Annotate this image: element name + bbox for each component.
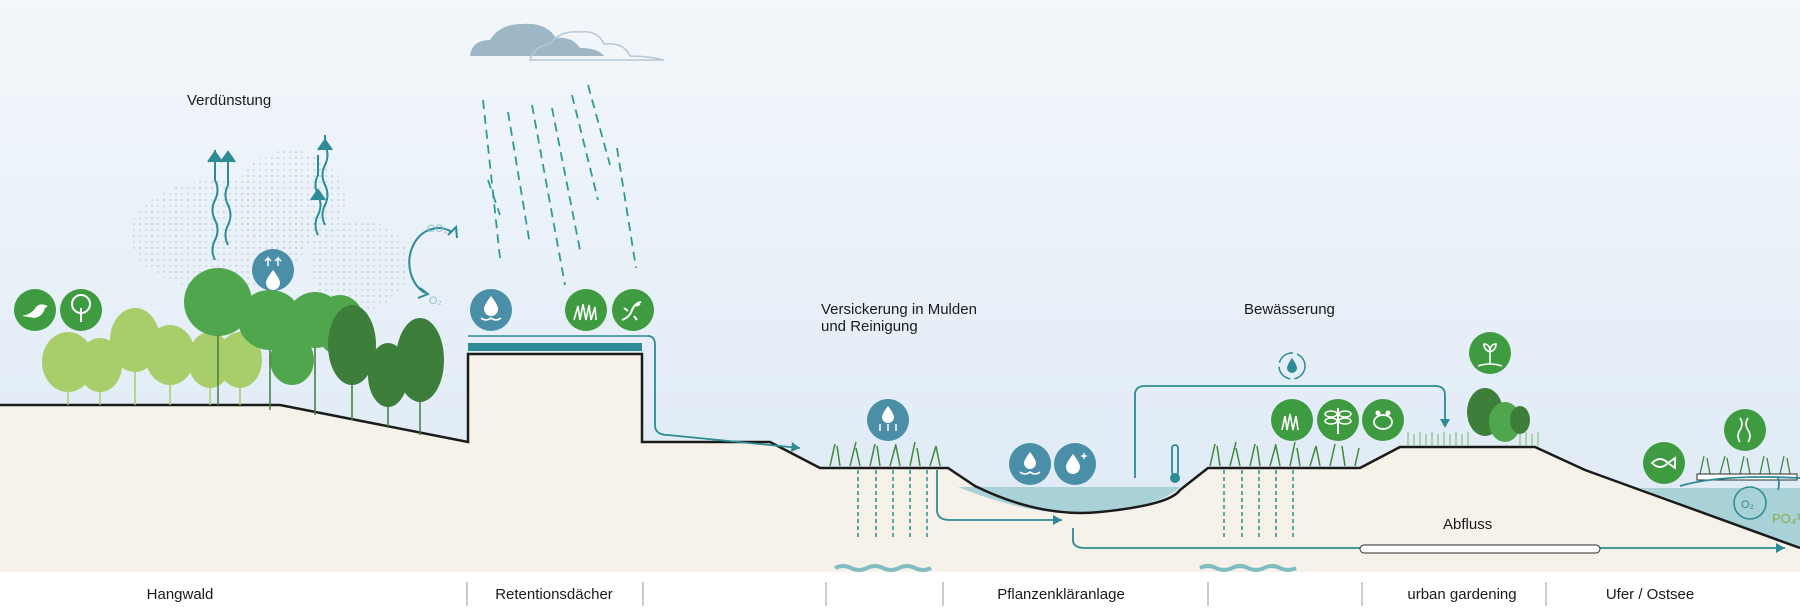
rain-lines xyxy=(482,84,637,286)
plant-icon xyxy=(1271,399,1313,441)
drainage-pipe xyxy=(1359,544,1601,554)
grass-icon xyxy=(565,289,607,331)
retention-roof xyxy=(468,343,642,351)
infiltration-icon xyxy=(867,399,909,441)
co2-label: CO₂ xyxy=(427,223,448,235)
seaweed-icon xyxy=(1724,409,1766,451)
thermometer-icon xyxy=(1170,444,1180,483)
cloud-icon xyxy=(470,23,665,61)
lizard-icon xyxy=(612,289,654,331)
recycle-drop-icon xyxy=(1278,352,1306,380)
section-bar: Hangwald Retentionsdächer Pflanzenkläran… xyxy=(0,572,1800,613)
section-ufer-ostsee: Ufer / Ostsee xyxy=(1606,586,1694,603)
evaporation-drop-icon xyxy=(252,249,294,291)
water-basin-icon xyxy=(470,289,512,331)
infiltration-arrows-2 xyxy=(1223,470,1294,540)
ground-outline xyxy=(0,352,1800,550)
section-hangwald: Hangwald xyxy=(147,586,214,603)
swale-plants-2 xyxy=(1209,441,1360,467)
oxygen-water-icon: O₂ xyxy=(1733,486,1767,520)
bird-icon xyxy=(14,289,56,331)
evaporation-label: Verdünstung xyxy=(187,92,271,109)
evaporation-arrows xyxy=(207,135,333,261)
seedling-icon xyxy=(1469,332,1511,374)
garden-grass xyxy=(1407,432,1539,446)
section-retentionsdaecher: Retentionsdächer xyxy=(495,586,613,603)
section-pflanzenklaeranlage: Pflanzenkläranlage xyxy=(997,586,1125,603)
dragonfly-icon xyxy=(1317,399,1359,441)
ground xyxy=(0,354,1800,572)
groundwater-waves xyxy=(834,564,1297,572)
water-drop-icon xyxy=(1009,443,1051,485)
section-urban-gardening: urban gardening xyxy=(1407,586,1516,603)
infiltration-arrows-1 xyxy=(857,470,928,540)
flow-arrows xyxy=(647,335,1800,549)
shore-plants xyxy=(1699,455,1791,475)
forest xyxy=(42,268,444,435)
frog-icon xyxy=(1362,399,1404,441)
irrigation-label: Bewässerung xyxy=(1244,301,1335,318)
clean-water-icon xyxy=(1054,443,1096,485)
tree-icon xyxy=(60,289,102,331)
runoff-label: Abfluss xyxy=(1443,516,1492,533)
fish-icon xyxy=(1643,442,1685,484)
po4-label: PO₄³⁻ xyxy=(1772,511,1800,526)
o2-water-label: O₂ xyxy=(1741,499,1754,511)
co2-cycle: CO₂ O₂ xyxy=(408,223,458,307)
pond-water xyxy=(958,487,1180,514)
o2-label: O₂ xyxy=(429,295,442,307)
infiltration-label-line1: Versickerung in Mulden xyxy=(821,301,977,318)
garden-trees xyxy=(1467,388,1530,442)
infiltration-label-line2: und Reinigung xyxy=(821,318,918,335)
swale-plants-1 xyxy=(829,441,941,467)
